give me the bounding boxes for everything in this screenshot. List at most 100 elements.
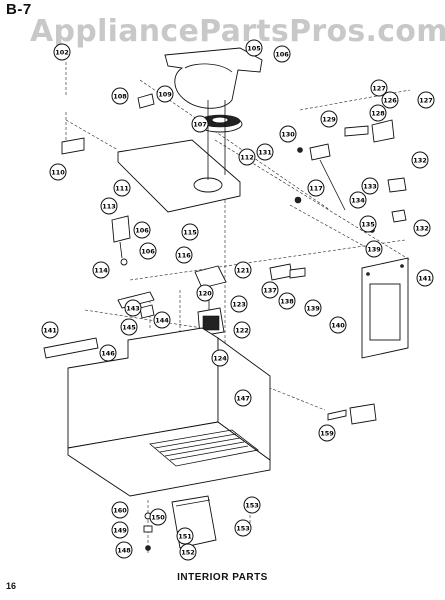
callout-133: 133	[361, 177, 379, 195]
callout-110: 110	[49, 163, 67, 181]
svg-text:123: 123	[232, 300, 246, 308]
callout-138: 138	[278, 292, 296, 310]
svg-text:110: 110	[51, 168, 65, 176]
svg-text:144: 144	[155, 316, 169, 324]
svg-text:126: 126	[383, 96, 397, 104]
svg-text:115: 115	[183, 228, 197, 236]
callout-143: 143	[124, 299, 142, 317]
callout-139: 139	[304, 299, 322, 317]
svg-text:134: 134	[351, 196, 365, 204]
svg-text:147: 147	[236, 394, 250, 402]
callout-151: 151	[176, 527, 194, 545]
callout-111: 111	[113, 179, 131, 197]
svg-text:132: 132	[415, 224, 429, 232]
callout-128: 128	[369, 104, 387, 122]
callout-123: 123	[230, 295, 248, 313]
svg-text:145: 145	[122, 323, 136, 331]
callout-140: 140	[329, 316, 347, 334]
watermark: AppliancePartsPros.com	[30, 14, 445, 49]
svg-text:111: 111	[115, 184, 129, 192]
svg-text:149: 149	[113, 526, 127, 534]
callout-113: 113	[100, 197, 118, 215]
callout-109: 109	[156, 85, 174, 103]
callout-105: 105	[245, 39, 263, 57]
callout-153: 153	[243, 496, 261, 514]
callout-149: 149	[111, 521, 129, 539]
callout-127: 127	[417, 91, 435, 109]
motor-mount-plate	[117, 100, 241, 213]
callout-106: 106	[133, 221, 151, 239]
callout-159: 159	[318, 424, 336, 442]
callout-102: 102	[53, 43, 71, 61]
callout-121: 121	[234, 261, 252, 279]
section-id: B-7	[6, 1, 32, 18]
svg-text:120: 120	[198, 289, 212, 297]
svg-text:121: 121	[236, 266, 250, 274]
svg-text:127: 127	[372, 84, 386, 92]
blower-housing	[164, 47, 263, 109]
callout-129: 129	[320, 110, 338, 128]
strip-146	[43, 337, 99, 359]
svg-text:107: 107	[193, 120, 207, 128]
svg-text:102: 102	[55, 48, 69, 56]
svg-text:133: 133	[363, 182, 377, 190]
callout-134: 134	[349, 191, 367, 209]
svg-text:122: 122	[235, 326, 249, 334]
svg-text:135: 135	[361, 220, 375, 228]
svg-text:106: 106	[141, 247, 155, 255]
svg-text:108: 108	[113, 92, 127, 100]
callout-144: 144	[153, 311, 171, 329]
callout-126: 126	[381, 91, 399, 109]
svg-text:129: 129	[322, 115, 336, 123]
callout-132: 132	[413, 219, 431, 237]
callout-141: 141	[416, 269, 434, 287]
svg-text:139: 139	[367, 245, 381, 253]
callout-131: 131	[256, 143, 274, 161]
callout-137: 137	[261, 281, 279, 299]
diagram-caption: INTERIOR PARTS	[177, 572, 268, 583]
callout-139: 139	[365, 240, 383, 258]
callout-116: 116	[175, 246, 193, 264]
svg-text:139: 139	[306, 304, 320, 312]
svg-text:152: 152	[181, 548, 195, 556]
svg-text:112: 112	[240, 153, 254, 161]
svg-text:114: 114	[94, 266, 108, 274]
callout-106: 106	[273, 45, 291, 63]
switch-160	[327, 403, 377, 425]
svg-text:159: 159	[320, 429, 334, 437]
switch-cluster	[297, 119, 407, 233]
svg-text:128: 128	[371, 109, 385, 117]
callout-148: 148	[115, 541, 133, 559]
callout-135: 135	[359, 215, 377, 233]
screw-117	[294, 196, 302, 204]
svg-text:130: 130	[281, 130, 295, 138]
bracket-113	[111, 215, 131, 266]
callout-114: 114	[92, 261, 110, 279]
svg-text:113: 113	[102, 202, 116, 210]
callout-160: 160	[111, 501, 129, 519]
callout-107: 107	[191, 115, 209, 133]
svg-text:138: 138	[280, 297, 294, 305]
oven-cavity	[67, 327, 271, 497]
callout-146: 146	[99, 344, 117, 362]
svg-text:131: 131	[258, 148, 272, 156]
callout-106: 106	[139, 242, 157, 260]
callout-152: 152	[179, 543, 197, 561]
callout-120: 120	[196, 284, 214, 302]
callout-124: 124	[211, 349, 229, 367]
svg-text:153: 153	[245, 501, 259, 509]
callout-150: 150	[149, 508, 167, 526]
blower-fan	[197, 114, 243, 133]
svg-text:148: 148	[117, 546, 131, 554]
svg-text:140: 140	[331, 321, 345, 329]
callout-145: 145	[120, 318, 138, 336]
svg-text:151: 151	[178, 532, 192, 540]
svg-text:137: 137	[263, 286, 277, 294]
relay-assembly	[194, 265, 227, 337]
bracket-108	[137, 93, 155, 109]
svg-text:143: 143	[126, 304, 140, 312]
svg-text:117: 117	[309, 184, 323, 192]
svg-text:124: 124	[213, 354, 227, 362]
